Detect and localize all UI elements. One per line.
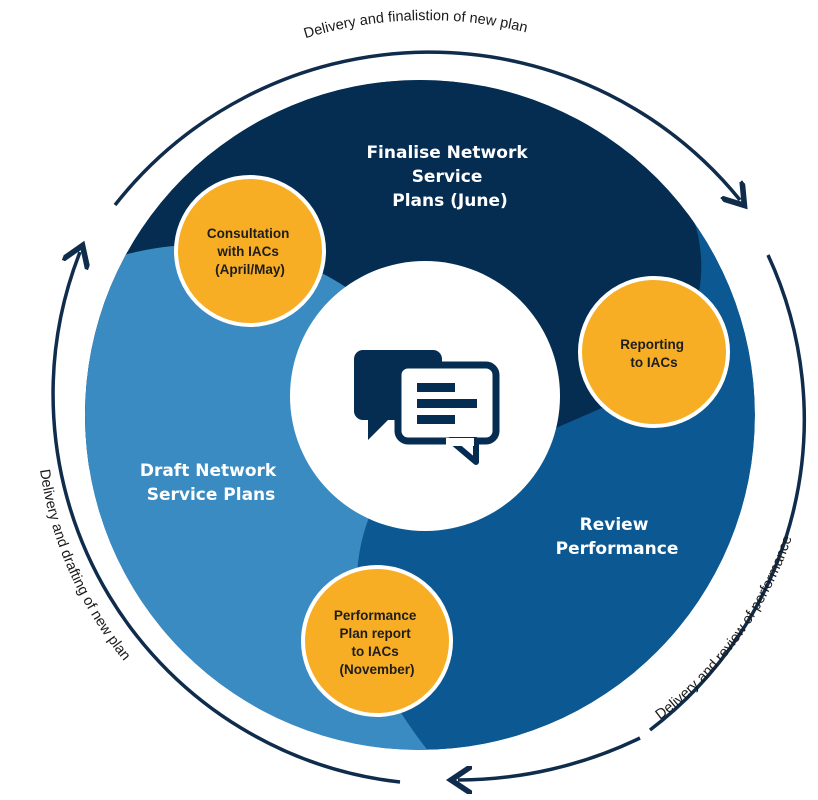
review-label: Review Performance (556, 515, 679, 559)
svg-text:Reporting to IACs: Reporting to IACs (620, 337, 688, 370)
ring-arrow-right (648, 254, 806, 732)
svg-text:Consultation with IACs: Consultation with IACs (April/May) (207, 226, 293, 277)
reporting-bubble: Reporting to IACs (578, 276, 730, 428)
svg-text:Performance Plan report: Performance Plan report to IACs (Novembe… (334, 608, 420, 677)
draft-label: Draft Network Service Plans (140, 461, 282, 505)
finalise-label: Finalise Network Service Plans (June) (366, 143, 533, 211)
ring-arrow-bottom (458, 736, 641, 780)
ring-arrow-left (51, 252, 401, 784)
performance-plan-bubble: Performance Plan report to IACs (Novembe… (301, 565, 453, 717)
ring-label-top: Delivery and finalistion of new plan (302, 8, 529, 42)
chat-bubbles-icon (354, 350, 500, 465)
ring-arrow-top (113, 50, 740, 205)
consultation-bubble: Consultation with IACs (April/May) (174, 175, 326, 327)
